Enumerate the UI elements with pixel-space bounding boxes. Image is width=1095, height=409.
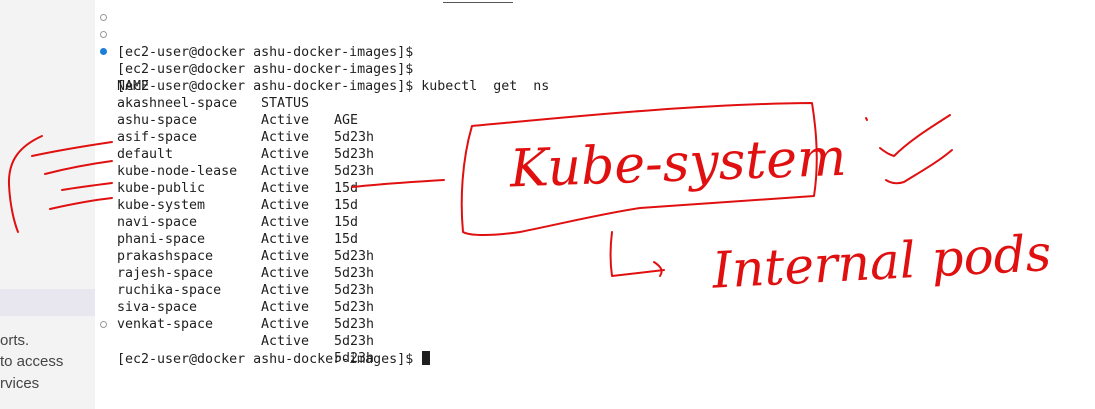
namespace-status: Active bbox=[261, 181, 310, 196]
command-status-dot[interactable] bbox=[100, 14, 107, 21]
arrow-note: Internal pods bbox=[710, 224, 1053, 300]
boxed-note: Kube-system bbox=[508, 128, 847, 200]
namespace-name: ashu-space bbox=[117, 113, 198, 128]
namespace-name: prakashspace bbox=[117, 249, 214, 264]
namespace-name: navi-space bbox=[117, 215, 198, 230]
shell-prompt: [ec2-user@docker ashu-docker-images]$ bbox=[117, 45, 414, 60]
terminal-command-line: [ec2-user@docker ashu-docker-images]$ bbox=[100, 317, 431, 367]
namespace-age: 5d23h bbox=[334, 334, 375, 349]
namespace-status: Active bbox=[261, 164, 310, 179]
check-mark-icon bbox=[885, 149, 953, 185]
namespace-status: Active bbox=[261, 300, 310, 315]
command-status-dot[interactable] bbox=[100, 31, 107, 38]
namespace-age: 15d bbox=[334, 181, 359, 196]
terminal-command-line: [ec2-user@docker ashu-docker-images]$ bbox=[100, 10, 413, 60]
table-row: kube-public Active 15d bbox=[100, 163, 358, 230]
namespace-status: Active bbox=[261, 266, 310, 281]
namespace-status: Active bbox=[261, 130, 310, 145]
table-row: rajesh-space Active 5d23h bbox=[100, 248, 374, 315]
namespace-status: Active bbox=[261, 113, 310, 128]
namespace-status: Active bbox=[261, 283, 310, 298]
namespace-age: 5d23h bbox=[334, 266, 375, 281]
namespace-name: kube-node-lease bbox=[117, 164, 238, 179]
shell-prompt-current[interactable]: [ec2-user@docker ashu-docker-images]$ bbox=[117, 351, 431, 368]
tab-underline bbox=[443, 2, 513, 3]
check-mark-icon bbox=[879, 114, 951, 157]
column-header-name: NAME bbox=[117, 79, 150, 94]
table-row: ruchika-space Active 5d23h bbox=[100, 265, 374, 332]
annotation-box bbox=[460, 102, 818, 236]
side-panel-selected-item[interactable] bbox=[0, 289, 95, 316]
namespace-status: Active bbox=[261, 198, 310, 213]
table-row: kube-node-lease Active 15d bbox=[100, 146, 358, 213]
namespace-age: 5d23h bbox=[334, 164, 375, 179]
table-row: akashneel-space Active 5d23h bbox=[100, 78, 374, 145]
command-status-dot-active[interactable] bbox=[100, 48, 107, 55]
namespace-age: 5d23h bbox=[334, 300, 375, 315]
namespace-status: Active bbox=[261, 215, 310, 230]
arrow-line bbox=[351, 179, 445, 188]
namespace-age: 5d23h bbox=[334, 283, 375, 298]
namespace-name: asif-space bbox=[117, 130, 198, 145]
namespace-age: 15d bbox=[334, 232, 359, 247]
command-status-dot[interactable] bbox=[100, 321, 107, 328]
namespace-name: akashneel-space bbox=[117, 96, 238, 111]
check-mark-icon bbox=[865, 117, 868, 121]
namespace-name: kube-system bbox=[117, 198, 206, 213]
side-panel-text-line: rvices bbox=[0, 375, 40, 392]
column-header-age: AGE bbox=[334, 113, 359, 128]
namespace-name: ruchika-space bbox=[117, 283, 222, 298]
terminal-command-line: [ec2-user@docker ashu-docker-images]$ bbox=[100, 27, 413, 77]
namespace-name: siva-space bbox=[117, 300, 198, 315]
namespace-status: Active bbox=[261, 147, 310, 162]
table-row: venkat-space Active 5d23h bbox=[100, 299, 374, 366]
table-row: asif-space Active 5d23h bbox=[100, 112, 374, 179]
shell-prompt-text: [ec2-user@docker ashu-docker-images]$ bbox=[117, 352, 414, 367]
namespace-age: 5d23h bbox=[334, 351, 375, 366]
namespace-age: 5d23h bbox=[334, 317, 375, 332]
namespace-name: kube-public bbox=[117, 181, 206, 196]
namespace-name: venkat-space bbox=[117, 317, 214, 332]
namespace-age: 15d bbox=[334, 198, 359, 213]
side-panel: orts. to access rvices bbox=[0, 0, 95, 409]
table-row: ashu-space Active 5d23h bbox=[100, 95, 374, 162]
table-row: siva-space Active 5d23h bbox=[100, 282, 374, 349]
namespace-age: 5d23h bbox=[334, 147, 375, 162]
table-row: default Active 15d bbox=[100, 129, 358, 196]
namespace-name: default bbox=[117, 147, 174, 162]
side-panel-text-line: orts. bbox=[0, 332, 30, 349]
namespace-age: 15d bbox=[334, 215, 359, 230]
terminal-command-line: [ec2-user@docker ashu-docker-images]$ ku… bbox=[100, 44, 549, 94]
column-header-status: STATUS bbox=[261, 96, 310, 111]
namespace-status: Active bbox=[261, 317, 310, 332]
namespace-status: Active bbox=[261, 334, 310, 349]
namespace-status: Active bbox=[261, 232, 310, 247]
namespace-age: 5d23h bbox=[334, 130, 375, 145]
elbow-arrow bbox=[609, 231, 665, 277]
terminal-cursor bbox=[422, 351, 431, 365]
shell-prompt: [ec2-user@docker ashu-docker-images]$ ku… bbox=[117, 79, 550, 94]
namespace-name: rajesh-space bbox=[117, 266, 214, 281]
shell-prompt: [ec2-user@docker ashu-docker-images]$ bbox=[117, 62, 414, 77]
side-panel-text-line: to access bbox=[0, 353, 64, 370]
table-row: phani-space Active 5d23h bbox=[100, 214, 374, 281]
table-row: kube-system Active 15d bbox=[100, 180, 358, 247]
namespace-status: Active bbox=[261, 249, 310, 264]
table-row: prakashspace Active 5d23h bbox=[100, 231, 374, 298]
arrow-head bbox=[653, 261, 663, 277]
table-row: navi-space Active 5d23h bbox=[100, 197, 374, 264]
namespace-name: phani-space bbox=[117, 232, 206, 247]
table-header-row: NAME STATUS AGE bbox=[100, 61, 358, 128]
namespace-age: 5d23h bbox=[334, 249, 375, 264]
